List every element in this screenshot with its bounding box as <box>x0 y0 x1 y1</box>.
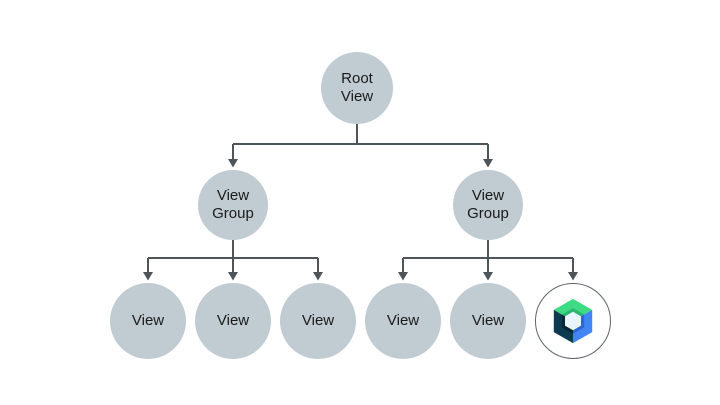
arrowhead-view-5 <box>483 272 493 281</box>
node-view-group-right: View Group <box>453 170 523 240</box>
connector-left-group-to-views <box>147 240 319 273</box>
view-5-label: View <box>471 312 505 329</box>
arrowhead-group-right <box>483 159 493 168</box>
connector-right-group-to-views <box>402 240 574 273</box>
node-view-3: View <box>280 283 356 359</box>
arrowhead-view-3 <box>313 272 323 281</box>
node-view-group-left: View Group <box>198 170 268 240</box>
node-view-1: View <box>110 283 186 359</box>
view-group-right-label: View Group <box>467 187 509 222</box>
arrowhead-view-4 <box>398 272 408 281</box>
jetpack-compose-icon <box>553 298 593 344</box>
view-group-left-label: View Group <box>212 187 254 222</box>
node-root-view: Root View <box>321 52 393 124</box>
root-view-label: Root View <box>340 70 374 105</box>
view-1-label: View <box>131 312 165 329</box>
node-view-2: View <box>195 283 271 359</box>
arrowhead-compose <box>568 272 578 281</box>
node-view-5: View <box>450 283 526 359</box>
view-4-label: View <box>386 312 420 329</box>
arrowhead-group-left <box>228 159 238 168</box>
connector-root-to-groups <box>232 122 489 160</box>
arrowhead-view-2 <box>228 272 238 281</box>
arrowhead-view-1 <box>143 272 153 281</box>
view-2-label: View <box>216 312 250 329</box>
node-compose <box>535 283 611 359</box>
view-3-label: View <box>301 312 335 329</box>
node-view-4: View <box>365 283 441 359</box>
